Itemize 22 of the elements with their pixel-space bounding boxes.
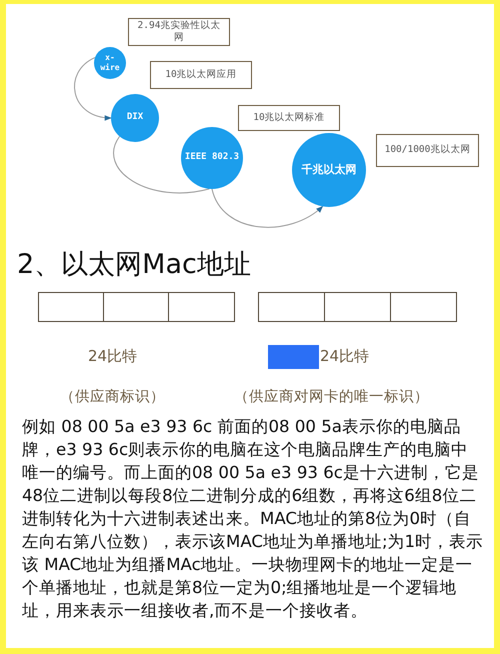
address-field-cell — [38, 292, 104, 322]
explanation-paragraph: 例如 08 00 5a e3 93 6c 前面的08 00 5a表示你的电脑品牌，e3 93 6c则表示你的电脑在这个电脑品牌生产的电脑中唯一的编号。而上面的08 00 5a e3 93 6c是十六进制，它是48位二进制以每段8位二进制分成的6组数，再将这6组8位二进制转化为十六进制表述出来。MAC地址的第8位为0时（自左向右第八位数），表示该MAC地址为单播地址;为1时，表示该 MAC地址为组播MAc地址。一块物理网卡的地址一定是一个单播地址，也就是第8位一定为0;组播地址是一个逻辑地址，用来表示一组接收者,而不是一个接收者。 — [22, 416, 484, 622]
address-field-cell — [324, 292, 391, 322]
milestone-circle: 千兆以太网 — [292, 133, 366, 207]
milestone-circle: DIX — [111, 94, 159, 142]
bit-count-label: 24比特 — [320, 347, 370, 366]
field-caption: （供应商对网卡的唯一标识） — [234, 388, 429, 406]
annotation-box: 2.94兆实验性以太网 — [128, 18, 230, 46]
field-caption: （供应商标识） — [60, 388, 165, 406]
address-field-cell — [390, 292, 457, 322]
address-field-cell — [168, 292, 235, 322]
address-field-cell — [103, 292, 169, 322]
annotation-box: 10兆以太网应用 — [150, 61, 252, 89]
milestone-circle: x-wire — [94, 47, 126, 79]
curved-arrow — [74, 57, 112, 120]
annotation-box: 10兆以太网标准 — [238, 105, 340, 131]
section-heading: 2、以太网Mac地址 — [17, 248, 251, 282]
address-field-cell — [258, 292, 325, 322]
annotation-box: 100/1000兆以太网 — [376, 134, 479, 167]
bit-count-label: 24比特 — [88, 347, 138, 366]
curved-arrow — [212, 188, 324, 228]
milestone-circle: IEEE 802.3 — [181, 127, 243, 189]
